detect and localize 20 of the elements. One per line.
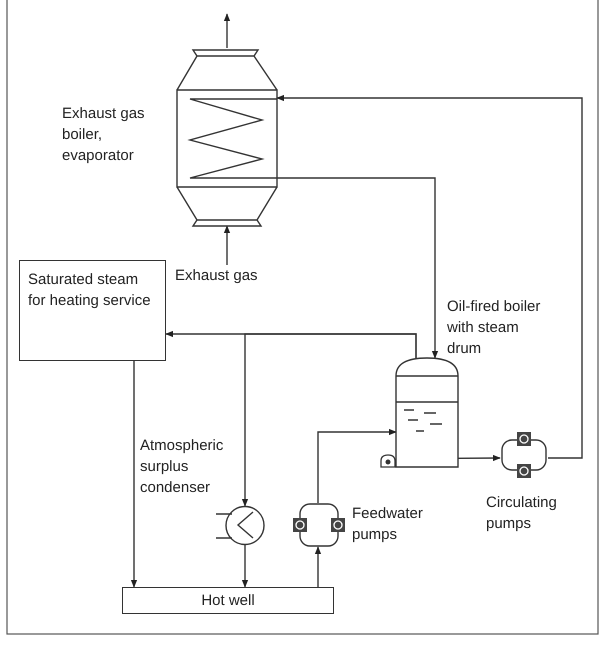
flow-label: Exhaust gas (175, 265, 283, 287)
box-label: Hot well (200, 591, 256, 611)
process-box (19, 260, 166, 361)
component-label: Exhaust gas boiler, evaporator (62, 104, 146, 166)
component-label: Feedwater pumps (352, 504, 424, 545)
component-label: Atmospheric surplus condenser (140, 436, 224, 498)
tank-box (122, 587, 334, 614)
box-label: Saturated steam for heating service (28, 270, 152, 311)
flow-arrow (224, 13, 230, 48)
flow-arrow (242, 545, 248, 588)
flow-arrow (458, 454, 501, 462)
flow-arrow (224, 225, 230, 265)
flow-arrow (317, 428, 397, 503)
flow-arrow (276, 94, 583, 459)
flow-arrow (130, 361, 138, 588)
component-label: Circulating pumps (486, 493, 558, 534)
flow-arrow (277, 177, 438, 359)
component-label: Oil-fired boiler with steam drum (447, 297, 542, 359)
flow-arrow (314, 546, 322, 587)
flow-arrow (242, 333, 417, 507)
